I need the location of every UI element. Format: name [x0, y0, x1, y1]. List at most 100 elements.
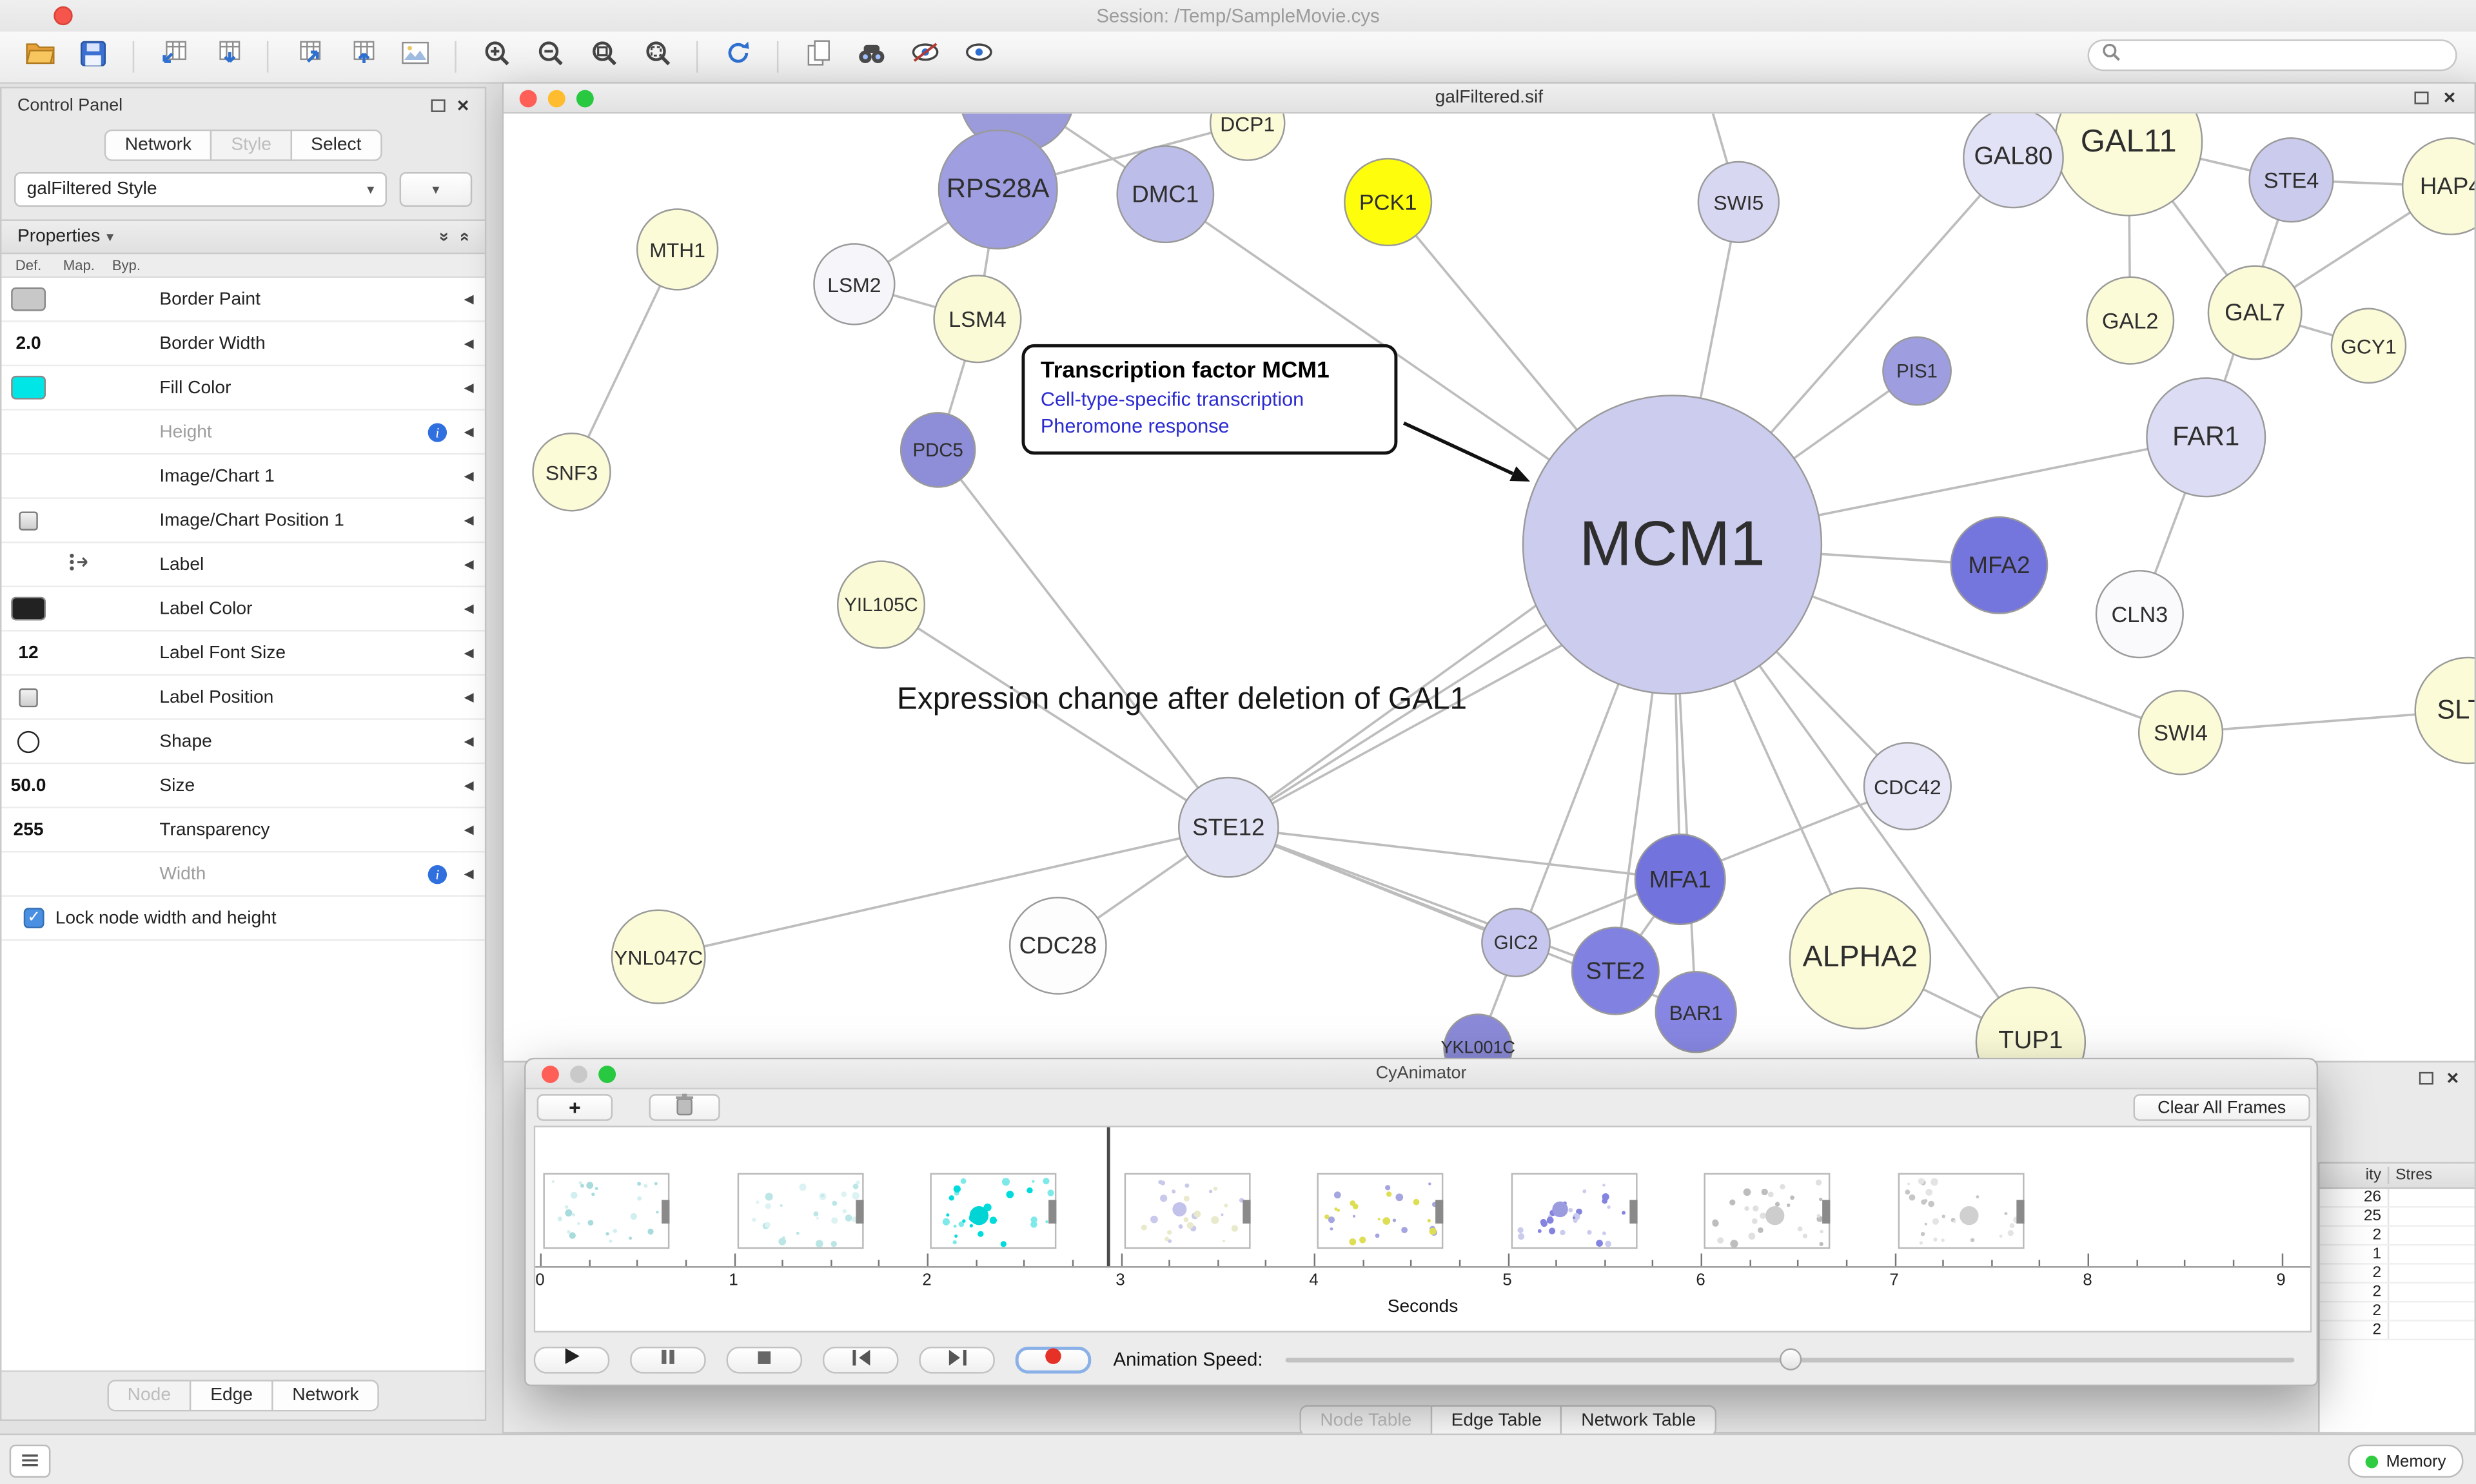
show-panels-button[interactable]	[9, 1444, 51, 1478]
network-node-ste4[interactable]: STE4	[2248, 137, 2334, 223]
network-node-cdc28[interactable]: CDC28	[1008, 897, 1107, 995]
zoom-fit-button[interactable]	[580, 36, 627, 77]
table-column-header-1[interactable]: ity	[2320, 1166, 2390, 1184]
expand-row-arrow-icon[interactable]: ◀	[464, 336, 474, 351]
frame-thumbnail-3[interactable]	[1123, 1173, 1250, 1249]
frame-thumbnail-2[interactable]	[930, 1173, 1057, 1249]
network-node-gal80[interactable]: GAL80	[1963, 113, 2064, 209]
playhead[interactable]	[1106, 1127, 1110, 1267]
float-table-panel-icon[interactable]	[2419, 1071, 2434, 1085]
frame-drag-handle[interactable]	[1822, 1200, 1831, 1224]
table-row[interactable]: 2	[2319, 1284, 2475, 1303]
network-node-mth1[interactable]: MTH1	[636, 208, 719, 291]
tab-network[interactable]: Network	[104, 129, 212, 161]
expand-row-arrow-icon[interactable]: ◀	[464, 513, 474, 527]
property-row[interactable]: Label Color◀	[1, 587, 485, 632]
tab-select[interactable]: Select	[290, 129, 382, 161]
network-node-gcy1[interactable]: GCY1	[2330, 308, 2407, 384]
network-node-gal7[interactable]: GAL7	[2207, 265, 2303, 360]
hide-selected-button[interactable]	[901, 36, 948, 77]
first-neighbors-button[interactable]	[848, 36, 895, 77]
network-node-bar1[interactable]: BAR1	[1655, 971, 1737, 1053]
import-network-button[interactable]	[150, 36, 197, 77]
tab-edge[interactable]: Edge	[190, 1380, 273, 1412]
previous-frame-button[interactable]	[822, 1345, 899, 1373]
tab-node-table[interactable]: Node Table	[1299, 1405, 1433, 1437]
expand-row-arrow-icon[interactable]: ◀	[464, 557, 474, 572]
property-row[interactable]: Image/Chart Position 1◀	[1, 498, 485, 543]
maximize-window-icon[interactable]	[576, 89, 594, 107]
network-canvas[interactable]: RPS28BDCP1RPS28ADMC1PCK1SWI5GAL11GAL80ST…	[504, 113, 2475, 1061]
network-node-lsm4[interactable]: LSM4	[933, 275, 1022, 364]
expand-row-arrow-icon[interactable]: ◀	[464, 645, 474, 660]
expand-row-arrow-icon[interactable]: ◀	[464, 822, 474, 837]
slider-handle[interactable]	[1779, 1347, 1802, 1370]
export-image-button[interactable]	[391, 36, 438, 77]
network-node-rps28a[interactable]: RPS28A	[938, 129, 1058, 249]
frame-drag-handle[interactable]	[855, 1200, 863, 1224]
frame-drag-handle[interactable]	[2016, 1200, 2024, 1224]
animation-speed-slider[interactable]	[1284, 1347, 2295, 1370]
frame-drag-handle[interactable]	[1048, 1200, 1057, 1224]
network-node-ynl047c[interactable]: YNL047C	[611, 909, 706, 1004]
save-session-button[interactable]	[70, 36, 117, 77]
minimize-window-icon[interactable]	[570, 1064, 588, 1082]
property-row[interactable]: Label◀	[1, 543, 485, 588]
network-node-yil105c[interactable]: YIL105C	[836, 560, 926, 649]
network-node-pdc5[interactable]: PDC5	[899, 412, 976, 488]
network-node-alpha2[interactable]: ALPHA2	[1789, 887, 1932, 1030]
expand-row-arrow-icon[interactable]: ◀	[464, 778, 474, 793]
network-node-dmc1[interactable]: DMC1	[1116, 145, 1215, 244]
show-all-button[interactable]	[956, 36, 1003, 77]
frame-drag-handle[interactable]	[1435, 1200, 1444, 1224]
expand-row-arrow-icon[interactable]: ◀	[464, 866, 474, 881]
close-window-icon[interactable]	[519, 89, 537, 107]
refresh-button[interactable]	[714, 36, 761, 77]
tab-style[interactable]: Style	[210, 129, 292, 161]
add-frame-button[interactable]: +	[536, 1094, 613, 1121]
frame-thumbnail-6[interactable]	[1704, 1173, 1831, 1249]
style-options-button[interactable]: ▾	[399, 171, 473, 207]
tab-network[interactable]: Network	[271, 1380, 380, 1412]
table-column-header-2[interactable]: Stres	[2395, 1166, 2433, 1184]
minimize-window-icon[interactable]	[547, 89, 565, 107]
network-node-mcm1[interactable]: MCM1	[1522, 395, 1823, 695]
network-node-swi4[interactable]: SWI4	[2137, 690, 2224, 776]
collapse-all-icon[interactable]: »	[455, 231, 474, 242]
property-row[interactable]: Image/Chart 1◀	[1, 454, 485, 499]
table-row[interactable]: 2	[2319, 1302, 2475, 1322]
expand-row-arrow-icon[interactable]: ◀	[464, 469, 474, 483]
property-row[interactable]: Border Paint◀	[1, 278, 485, 322]
network-node-ste12[interactable]: STE12	[1177, 776, 1279, 878]
export-table-button[interactable]	[338, 36, 385, 77]
frame-drag-handle[interactable]	[662, 1200, 670, 1224]
close-panel-icon[interactable]: ×	[457, 93, 469, 117]
tab-node[interactable]: Node	[106, 1380, 192, 1412]
memory-button[interactable]: Memory	[2348, 1444, 2464, 1478]
frame-drag-handle[interactable]	[1629, 1200, 1637, 1224]
property-row[interactable]: Label Position◀	[1, 676, 485, 720]
network-node-cln3[interactable]: CLN3	[2095, 570, 2184, 659]
frame-thumbnail-4[interactable]	[1317, 1173, 1444, 1249]
expand-row-arrow-icon[interactable]: ◀	[464, 424, 474, 439]
search-box[interactable]	[2087, 39, 2457, 72]
frame-thumbnail-7[interactable]	[1897, 1173, 2024, 1249]
table-row[interactable]: 26	[2319, 1189, 2475, 1208]
network-node-ste2[interactable]: STE2	[1571, 926, 1660, 1015]
network-node-gic2[interactable]: GIC2	[1481, 908, 1551, 977]
network-node-far1[interactable]: FAR1	[2146, 377, 2266, 498]
stop-button[interactable]	[726, 1345, 803, 1373]
copy-button[interactable]	[794, 36, 841, 77]
table-row[interactable]: 1	[2319, 1245, 2475, 1265]
network-node-pck1[interactable]: PCK1	[1344, 157, 1433, 247]
close-network-icon[interactable]: ×	[2443, 85, 2456, 109]
expand-row-arrow-icon[interactable]: ◀	[464, 292, 474, 307]
close-window-icon[interactable]	[542, 1064, 559, 1082]
expand-row-arrow-icon[interactable]: ◀	[464, 734, 474, 748]
